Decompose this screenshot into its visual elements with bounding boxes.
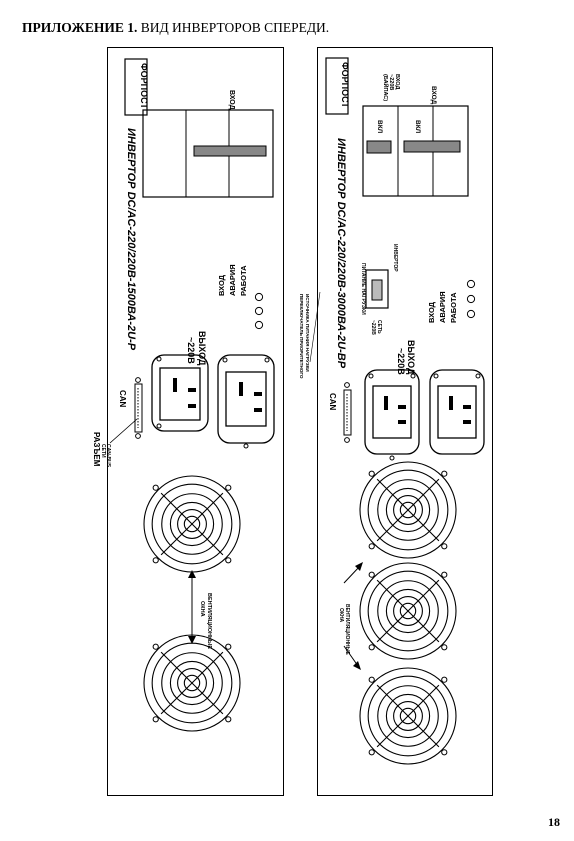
right-indicator-alarm: АВАРИЯ bbox=[438, 291, 447, 323]
left-model-title: ИНВЕРТОР DC/AC-220/220В-1500ВА-2U-P bbox=[125, 128, 137, 351]
right-bypass-label: ВХОД bbox=[394, 74, 400, 89]
left-can-connector bbox=[134, 383, 143, 433]
right-switch-mains: СЕТЬ bbox=[376, 320, 382, 334]
left-led-alarm bbox=[254, 306, 264, 316]
right-inverter-drawing: ФОРПОСТ ВКЛ ВКЛ ВХОД ~220В (БАЙПАС) ВХОД… bbox=[325, 57, 485, 765]
right-brand: ФОРПОСТ bbox=[340, 62, 350, 108]
left-indicator-work: РАБОТА bbox=[239, 265, 248, 296]
left-can-label: CAN bbox=[118, 390, 127, 408]
svg-text:CAN-BUS: CAN-BUS bbox=[105, 444, 111, 468]
right-output-label: ВЫХОД bbox=[406, 340, 416, 375]
right-brand-box bbox=[325, 57, 349, 115]
left-fan-1 bbox=[143, 475, 241, 573]
right-switch-on-small: ВКЛ bbox=[376, 120, 383, 134]
left-vent-label: ВЕНТИЛЯЦИОННЫЕ bbox=[206, 593, 212, 649]
right-breaker-large-lever bbox=[403, 140, 461, 153]
right-breaker-housing bbox=[362, 105, 469, 197]
right-vent-label: ВЕНТИЛЯЦИОННЫЕ bbox=[344, 604, 350, 656]
right-output-socket-2 bbox=[429, 369, 485, 455]
right-indicator-work: РАБОТА bbox=[449, 292, 458, 323]
right-bypass-voltage: ~220В bbox=[388, 74, 394, 90]
svg-text:СЕТИ: СЕТИ bbox=[100, 444, 106, 458]
page-title: ПРИЛОЖЕНИЕ 1. ВИД ИНВЕРТОРОВ СПЕРЕДИ. bbox=[22, 20, 330, 35]
right-fan-1 bbox=[359, 461, 457, 559]
right-transfer-switch bbox=[365, 269, 389, 309]
right-can-connector bbox=[343, 389, 352, 436]
page-number: 18 bbox=[548, 815, 560, 829]
left-brand-box bbox=[124, 58, 148, 116]
left-breaker-lever bbox=[193, 145, 267, 157]
left-led-work bbox=[254, 320, 264, 330]
right-indicator-input: ВХОД bbox=[427, 301, 436, 323]
right-model-title: ИНВЕРТОР DC/AC-220/220В-3000ВА-2U-BP bbox=[335, 138, 347, 369]
left-inverter-panel: ФОРПОСТ ВХОД ИНВЕРТОР DC/AC-220/220В-150… bbox=[107, 47, 284, 796]
svg-text:ИСТОЧНИКА ПИТАНИЯ НАГРУЗКИ: ИСТОЧНИКА ПИТАНИЯ НАГРУЗКИ bbox=[305, 294, 310, 372]
right-switch-on-large: ВКЛ bbox=[414, 120, 421, 134]
left-input-label: ВХОД bbox=[228, 90, 235, 110]
right-input-label: ВХОД bbox=[430, 86, 437, 105]
right-switch-mains-v: ~220В bbox=[370, 320, 376, 335]
right-led-work bbox=[466, 309, 476, 319]
right-vent-sub: ОКНА bbox=[338, 608, 344, 623]
left-output-socket-2 bbox=[217, 354, 275, 449]
right-output-voltage: ~220В bbox=[396, 348, 406, 375]
right-can-label: CAN bbox=[328, 393, 337, 411]
right-led-input bbox=[466, 279, 476, 289]
left-can-caption: РАЗЪЕМ СЕТИ CAN-BUS bbox=[92, 432, 111, 468]
left-indicator-alarm: АВАРИЯ bbox=[228, 264, 237, 296]
left-output-socket-1 bbox=[151, 354, 209, 432]
right-breaker-small-lever bbox=[366, 140, 392, 154]
left-output-label: ВЫХОД bbox=[197, 331, 207, 366]
right-fan-3 bbox=[359, 667, 457, 765]
right-inverter-panel: ФОРПОСТ ВКЛ ВКЛ ВХОД ~220В (БАЙПАС) ВХОД… bbox=[317, 47, 493, 796]
svg-text:ПЕРЕКЛЮЧАТЕЛЬ ПРИОРИТЕТНОГО: ПЕРЕКЛЮЧАТЕЛЬ ПРИОРИТЕТНОГО bbox=[299, 294, 304, 379]
right-priority-note: ПЕРЕКЛЮЧАТЕЛЬ ПРИОРИТЕТНОГО ИСТОЧНИКА ПИ… bbox=[299, 291, 321, 379]
left-output-voltage: ~220В bbox=[186, 337, 196, 364]
left-inverter-drawing: ФОРПОСТ ВХОД ИНВЕРТОР DC/AC-220/220В-150… bbox=[109, 58, 275, 732]
left-vent-sub: ОКНА bbox=[199, 601, 205, 617]
right-fan-2 bbox=[359, 562, 457, 660]
right-bypass-note: (БАЙПАС) bbox=[382, 74, 390, 101]
left-indicator-input: ВХОД bbox=[217, 274, 226, 296]
right-output-socket-1 bbox=[364, 369, 420, 461]
right-switch-top: ПИТАНИЕ НАГРУЗКИ bbox=[360, 263, 366, 315]
right-switch-label: ИНВЕРТОР bbox=[392, 244, 398, 272]
left-led-input bbox=[254, 292, 264, 302]
left-brand: ФОРПОСТ bbox=[139, 63, 149, 109]
right-led-alarm bbox=[466, 294, 476, 304]
svg-text:РАЗЪЕМ: РАЗЪЕМ bbox=[92, 432, 101, 467]
left-fan-2 bbox=[143, 634, 241, 732]
